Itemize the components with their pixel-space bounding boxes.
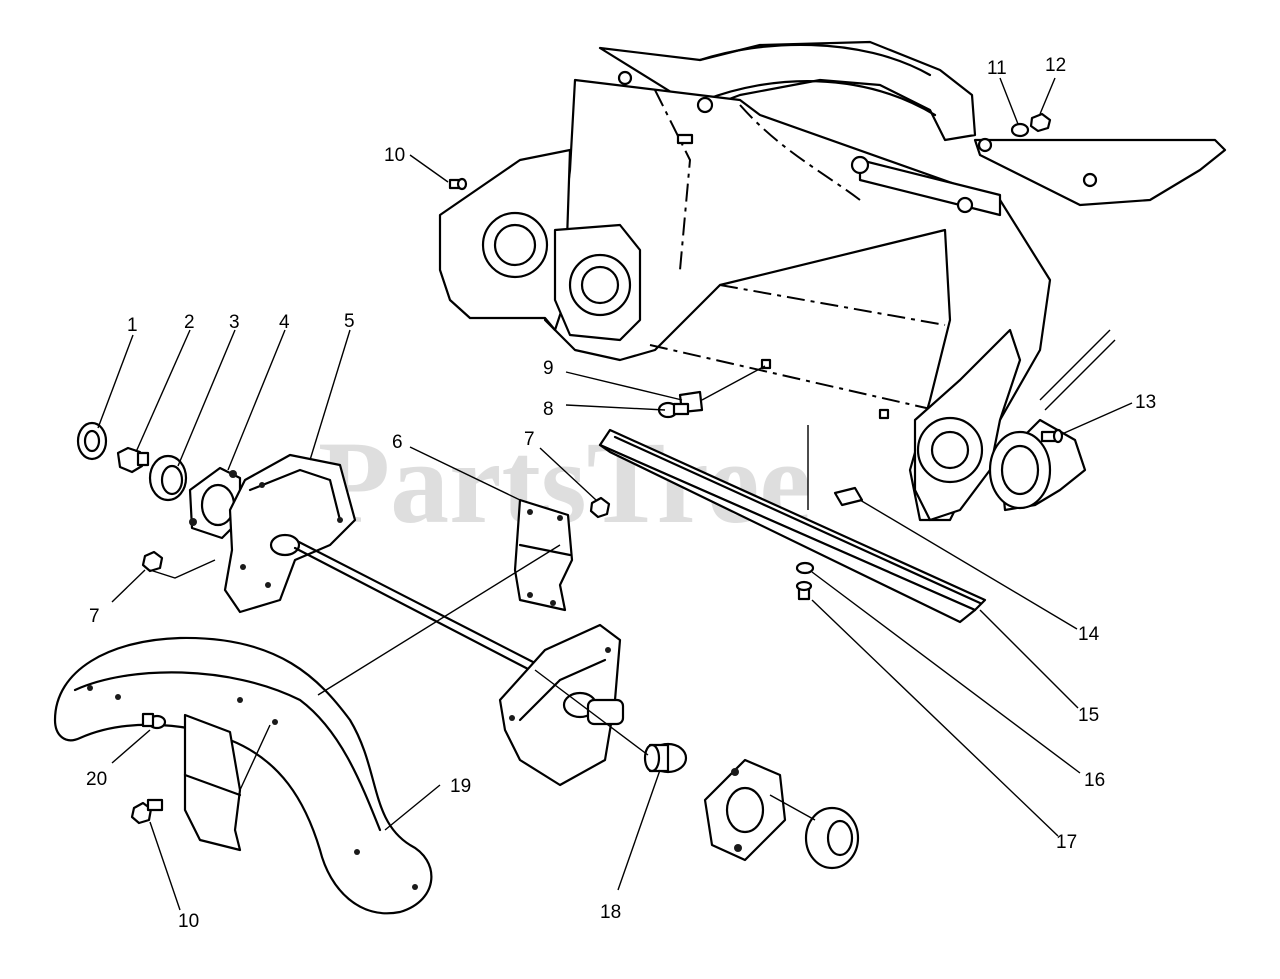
- callout-2: 2: [184, 312, 195, 333]
- right-bearing-flange: [703, 758, 787, 862]
- part-11-washer: [1010, 122, 1030, 138]
- part-1-washer: [76, 421, 108, 461]
- part-3-bearing: [148, 454, 188, 502]
- callout-17: 17: [1056, 832, 1077, 853]
- part-4-bearing-flange: [188, 466, 242, 540]
- right-end-plate: [498, 623, 625, 787]
- callout-10-bottom: 10: [178, 911, 199, 932]
- part-15-shave-plate: [598, 428, 987, 624]
- callout-15: 15: [1078, 705, 1099, 726]
- callout-10-top: 10: [384, 145, 405, 166]
- callout-11: 11: [987, 58, 1007, 79]
- callout-7-lower: 7: [89, 606, 100, 627]
- callout-13: 13: [1135, 392, 1156, 413]
- part-19-auger-blade: [53, 636, 433, 915]
- callout-numbers: 1 2 3 4 5 6 7 7 8 9 10 10 11 12 13 14 15…: [86, 55, 1156, 932]
- auger-shaft: [293, 540, 535, 672]
- part-18-bushing: [643, 742, 688, 774]
- callout-16: 16: [1084, 770, 1105, 791]
- auger-housing: [438, 40, 1227, 522]
- part-20-bolt: [141, 712, 167, 730]
- callout-5: 5: [344, 311, 355, 332]
- callout-4: 4: [279, 312, 290, 333]
- part-10-bolt-top: [448, 177, 468, 191]
- callout-3: 3: [229, 312, 240, 333]
- callout-14: 14: [1078, 624, 1100, 645]
- part-13-bolt: [1040, 428, 1064, 444]
- callout-18: 18: [600, 902, 621, 923]
- part-16-washer: [795, 561, 815, 575]
- part-17-bolt: [795, 580, 813, 601]
- part-12-nut: [1029, 112, 1052, 133]
- part-5-end-plate: [223, 453, 357, 614]
- part-19-inner-bracket: [183, 713, 242, 852]
- callout-9: 9: [543, 358, 554, 379]
- right-axis-line: [769, 794, 816, 821]
- part-14-slide-shoe: [807, 425, 864, 510]
- callout-7-upper: 7: [524, 429, 535, 450]
- callout-1: 1: [127, 315, 138, 336]
- part-7-nut-left: [141, 550, 164, 573]
- callout-19: 19: [450, 776, 471, 797]
- callout-6: 6: [392, 432, 403, 453]
- right-bearing: [804, 806, 860, 870]
- callout-12: 12: [1045, 55, 1066, 76]
- part-8-carriage-bolt: [657, 401, 690, 419]
- callout-8: 8: [543, 399, 554, 420]
- callout-20: 20: [86, 769, 107, 790]
- part-10-bolt-bottom: [130, 798, 164, 825]
- leader-lines: [97, 77, 1133, 911]
- part-9-clip: [678, 365, 766, 414]
- part-7-nut-right: [589, 496, 611, 519]
- part-2-nut: [116, 446, 150, 474]
